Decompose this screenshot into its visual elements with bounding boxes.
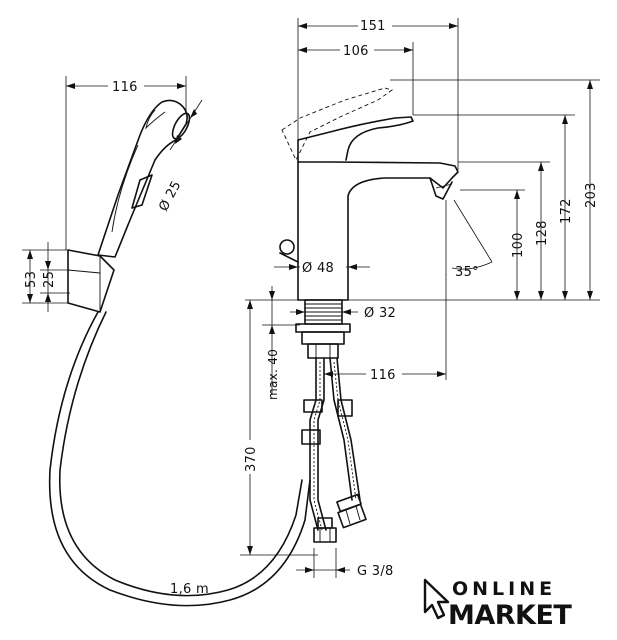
dim-label-diameter-25: Ø 25 [156, 178, 184, 213]
dim-label-hose-length: 1,6 m [170, 582, 209, 597]
dim-label-106: 106 [343, 44, 369, 59]
dim-label-128: 128 [535, 220, 550, 246]
dim-label-370: 370 [244, 446, 259, 472]
dim-label-diameter-32: Ø 32 [364, 306, 396, 321]
dimension-lines [22, 18, 600, 578]
dim-label-172: 172 [559, 198, 574, 224]
dim-label-203: 203 [584, 182, 599, 208]
dim-label-diameter-48: Ø 48 [302, 261, 334, 276]
dim-label-25-holder: 25 [42, 271, 57, 288]
faucet-shank [295, 299, 351, 359]
shower-hose [48, 311, 311, 607]
hand-shower [97, 99, 191, 258]
cursor-icon [423, 578, 450, 620]
dim-label-thread: G 3/8 [357, 564, 394, 579]
dim-label-100: 100 [511, 232, 526, 258]
dim-label-max-40: max. 40 [266, 349, 280, 400]
supply-hoses [301, 357, 367, 543]
dim-label-53: 53 [24, 271, 39, 288]
logo-line-market: MARKET [448, 600, 572, 631]
logo-line-online: ONLINE [452, 578, 556, 600]
dim-label-151: 151 [360, 19, 386, 34]
dim-label-116-bottom: 116 [370, 368, 396, 383]
dim-label-116-top: 116 [112, 80, 138, 95]
onlinemarket-logo: ONLINE MARKET [423, 578, 573, 631]
dim-label-angle-35: 35° [455, 265, 479, 280]
faucet-body [279, 87, 459, 301]
wall-holder [67, 249, 115, 313]
